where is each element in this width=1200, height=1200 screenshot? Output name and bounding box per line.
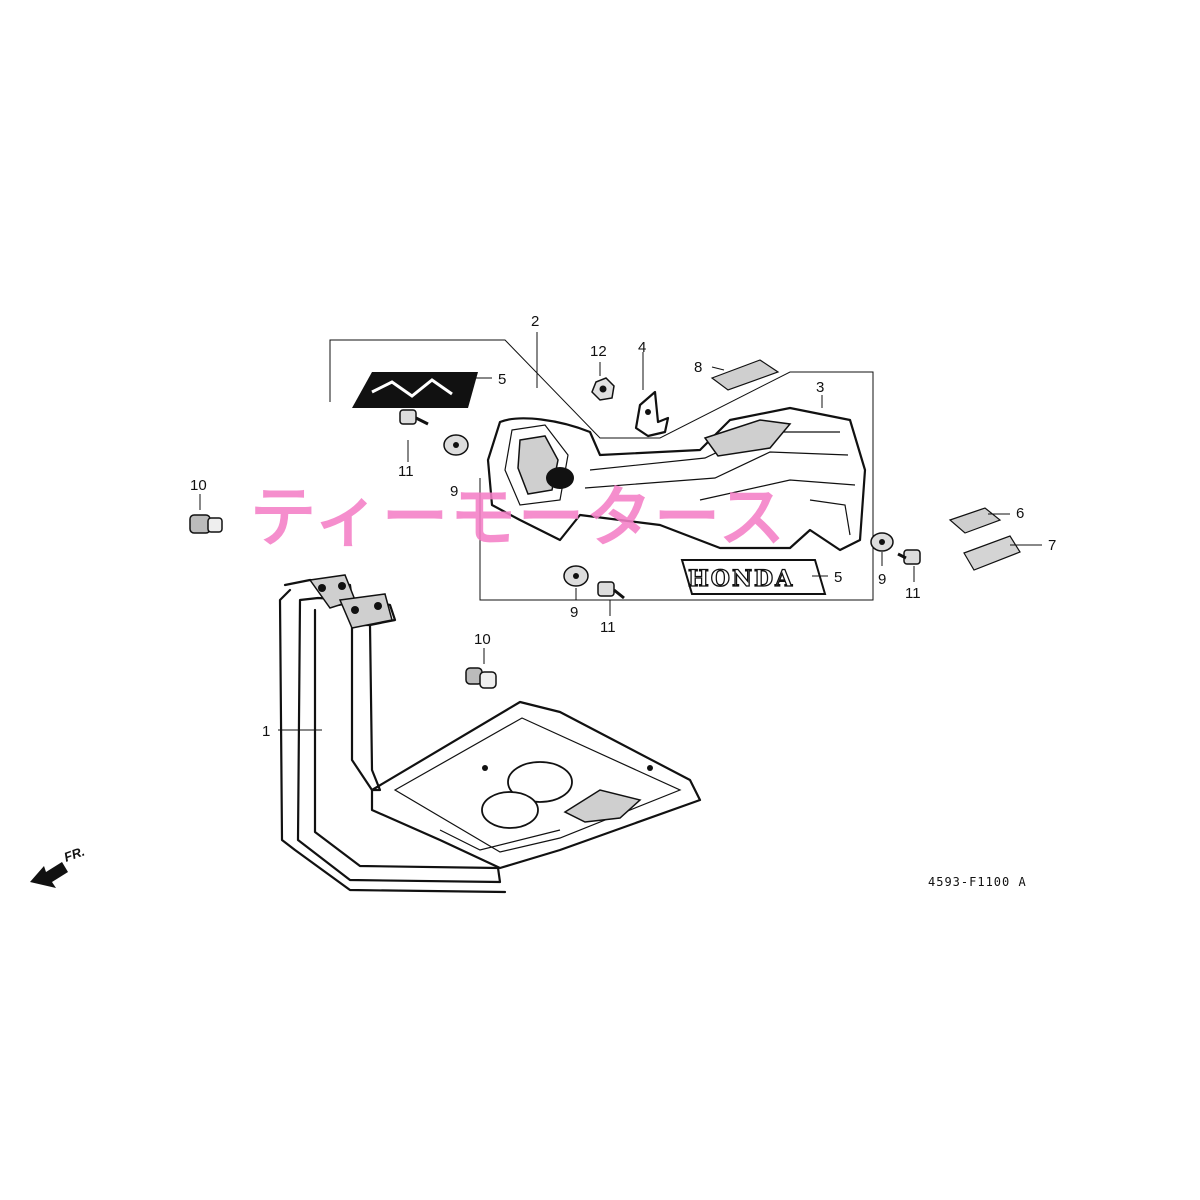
callout-5-upper: 5 [498, 371, 506, 388]
drawing-code: 4593-F1100 A [928, 875, 1027, 889]
main-cover [486, 406, 867, 552]
front-indicator: FR. [30, 844, 87, 888]
callout-8: 8 [694, 359, 702, 376]
bolt [399, 409, 429, 426]
callout-11-right: 11 [905, 585, 921, 602]
decal-upper [352, 372, 478, 408]
callout-1: 1 [262, 723, 270, 740]
callout-11-middle: 11 [600, 619, 616, 636]
guard-frame [278, 574, 702, 894]
callout-10-middle: 10 [474, 631, 491, 648]
front-label: FR. [62, 844, 87, 865]
callout-labels: 1 2 3 4 5 5 6 7 8 9 9 9 10 10 11 11 11 1… [190, 313, 1056, 740]
leader-lines [199, 332, 1042, 731]
callout-7: 7 [1048, 537, 1056, 554]
watermark: ティーモータース [250, 479, 787, 556]
bracket [634, 390, 670, 438]
callout-4: 4 [638, 339, 646, 356]
callout-9-middle: 9 [570, 604, 578, 621]
decal-honda-text: HONDA [688, 566, 794, 592]
plate-7 [963, 535, 1021, 571]
washer [443, 434, 469, 456]
callout-3: 3 [816, 379, 824, 396]
plate-8 [710, 359, 780, 391]
flange-bolt [189, 514, 223, 534]
bolt [897, 549, 921, 565]
callout-2: 2 [531, 313, 539, 330]
plate-6 [948, 507, 1002, 534]
assembly-boundary [329, 339, 874, 601]
flange-bolt [465, 667, 497, 689]
washer [563, 565, 589, 587]
callout-9-right: 9 [878, 571, 886, 588]
callout-12: 12 [590, 343, 607, 360]
callout-11-left: 11 [398, 463, 414, 480]
decal-honda: HONDA [680, 559, 827, 595]
bolt [597, 581, 625, 600]
arrow-left-down-icon [30, 862, 68, 888]
callout-10-left: 10 [190, 477, 207, 494]
washer [870, 532, 894, 552]
callout-6: 6 [1016, 505, 1024, 522]
callout-9-left: 9 [450, 483, 458, 500]
nut [591, 377, 615, 401]
callout-5-lower: 5 [834, 569, 842, 586]
